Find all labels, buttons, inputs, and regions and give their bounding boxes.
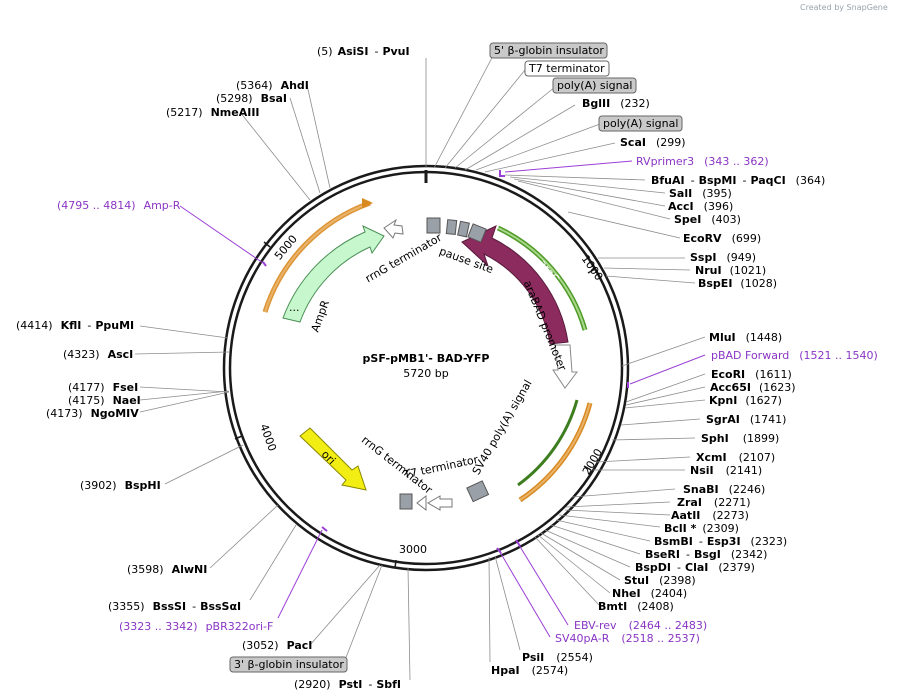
feature-box-globin5: 5' β-globin insulator (489, 42, 608, 59)
site-sspi: SspI(949) (690, 251, 756, 264)
site-ecorv: EcoRV(699) (683, 232, 761, 245)
ori-arrow (299, 427, 367, 491)
site-bglii: BglII(232) (582, 97, 650, 110)
site-paci: (3052)PacI (242, 639, 312, 652)
site-bsai: (5298)BsaI (216, 92, 287, 105)
tick-2000 (583, 465, 592, 471)
site-bsphi: (3902)BspHI (80, 479, 161, 492)
primer-pbad: pBAD Forward(1521 .. 1540) (711, 349, 878, 362)
feature-box-polya1: poly(A) signal (552, 77, 637, 94)
feature-box-globin3: 3' β-globin insulator (229, 656, 348, 673)
tick-5000 (263, 241, 271, 248)
pbr322-tick (321, 526, 328, 532)
site-psii: PsiI(2554) (522, 651, 593, 664)
site-nsii: NsiI(2141) (690, 464, 762, 477)
site-psti: (2920)PstI-SbfI (294, 678, 401, 691)
site-acc65i: Acc65I(1623) (710, 381, 796, 394)
ampr-arrow (282, 225, 385, 323)
site-naei: (4175)NaeI (68, 394, 141, 407)
site-nrui: NruI(1021) (695, 264, 766, 277)
tick-4000 (234, 435, 243, 440)
primer-ampr: (4795 .. 4814)Amp-R (57, 199, 181, 212)
primer-rvprimer3: RVprimer3(343 .. 362) (636, 155, 769, 168)
site-sphi: SphI(1899) (701, 432, 779, 445)
site-bsssi: (3355)BssSI-BssSαI (108, 600, 241, 613)
ampr-dots: ··· (289, 304, 300, 317)
top-rrng-arrow (383, 218, 404, 239)
site-kfli: (4414)KflI-PpuMI (16, 319, 134, 332)
site-hpai: HpaI(2574) (491, 664, 568, 677)
site-bspdi: BspDI-ClaI(2379) (635, 561, 755, 574)
top-box-4 (467, 223, 487, 243)
site-aatii: AatII(2273) (671, 509, 749, 522)
bottom-terminator-box (399, 493, 413, 510)
primer-pbr322: (3323 .. 3342)pBR322ori-F (119, 620, 273, 633)
site-nhei: NheI(2404) (612, 587, 687, 600)
site-spei: SpeI(403) (674, 213, 741, 226)
site-mlui: MluI(1448) (709, 331, 782, 344)
site-bcli: BclI *(2309) (664, 522, 739, 535)
plasmid-size: 5720 bp (403, 367, 448, 380)
sv40-green-arc (517, 399, 579, 487)
svg-text:T7 terminator: T7 terminator (528, 62, 605, 75)
site-asci: (4323)AscI (63, 348, 133, 361)
site-kpni: KpnI(1627) (709, 394, 782, 407)
leader-lines (134, 51, 706, 681)
arabad-promoter-arrow (552, 344, 578, 389)
svg-text:poly(A) signal: poly(A) signal (557, 79, 632, 92)
ampr-label: AmpR (309, 298, 333, 334)
sv40-orange-arc-inner (519, 402, 591, 501)
plasmid-title: pSF-pMB1'- BAD-YFP (363, 352, 490, 365)
tick-1000 (587, 268, 596, 274)
site-ahdi: (5364)AhdI (236, 79, 309, 92)
site-ngomiv: (4173)NgoMIV (46, 407, 139, 420)
site-fsei: (4177)FseI (68, 381, 138, 394)
site-ecori: EcoRI(1611) (711, 368, 792, 381)
ampr-primer-tick (262, 261, 267, 267)
arac-arrow (461, 225, 569, 345)
primer-sv40par: SV40pA-R(2518 .. 2537) (555, 632, 700, 645)
svg-text:3' β-globin insulator: 3' β-globin insulator (234, 658, 344, 671)
site-bspei: BspEI(1028) (698, 277, 777, 290)
top-box-3 (457, 220, 470, 238)
sv40-label: SV40 poly(A) signal (470, 378, 535, 478)
svg-text:5' β-globin insulator: 5' β-globin insulator (494, 44, 604, 57)
site-nmeaiii: (5217)NmeAIII (166, 106, 260, 119)
top-box-2 (445, 219, 458, 236)
site-scai: ScaI(299) (620, 136, 686, 149)
primer-ebvrev: EBV-rev(2464 .. 2483) (574, 619, 707, 632)
site-acci: AccI(396) (668, 200, 733, 213)
site-alwni: (3598)AlwNI (127, 563, 207, 576)
site-bseri: BseRI-BsgI(2342) (645, 548, 767, 561)
snapgene-credit: Created by SnapGene (800, 3, 888, 12)
site-asisi: (5)AsiSI-PvuI (317, 45, 410, 58)
site-zrai: ZraI(2271) (677, 496, 751, 509)
site-bsmbi: BsmBI-Esp3I(2323) (654, 535, 787, 548)
bottom-arrow-1 (427, 495, 453, 511)
tick-3000 (394, 559, 397, 569)
top-box-1 (426, 217, 441, 234)
site-xcmi: XcmI(2107) (696, 451, 775, 464)
site-sgrai: SgrAI(1741) (706, 413, 786, 426)
bottom-arrow-2 (416, 494, 427, 512)
svg-text:poly(A) signal: poly(A) signal (603, 117, 678, 130)
rvprimer3-tick (499, 170, 505, 177)
scale-3000: 3000 (399, 543, 427, 556)
amp-orange-arc-inner (264, 202, 371, 313)
amp-arc-arrowhead (362, 198, 373, 208)
scale-4000: 4000 (257, 422, 279, 453)
sv40-terminator-box (466, 480, 490, 503)
site-stui: StuI(2398) (624, 574, 696, 587)
sv40-orange-arc (518, 402, 593, 503)
site-sali: SalI(395) (669, 187, 732, 200)
feature-box-polya2: poly(A) signal (598, 115, 683, 132)
feature-box-t7: T7 terminator (524, 60, 610, 77)
site-bfuai: BfuAI-BspMI-PaqCI(364) (651, 174, 825, 187)
arac-green-arc-inner (497, 227, 586, 331)
site-snabi: SnaBI(2246) (683, 483, 765, 496)
site-bmti: BmtI(2408) (598, 600, 674, 613)
